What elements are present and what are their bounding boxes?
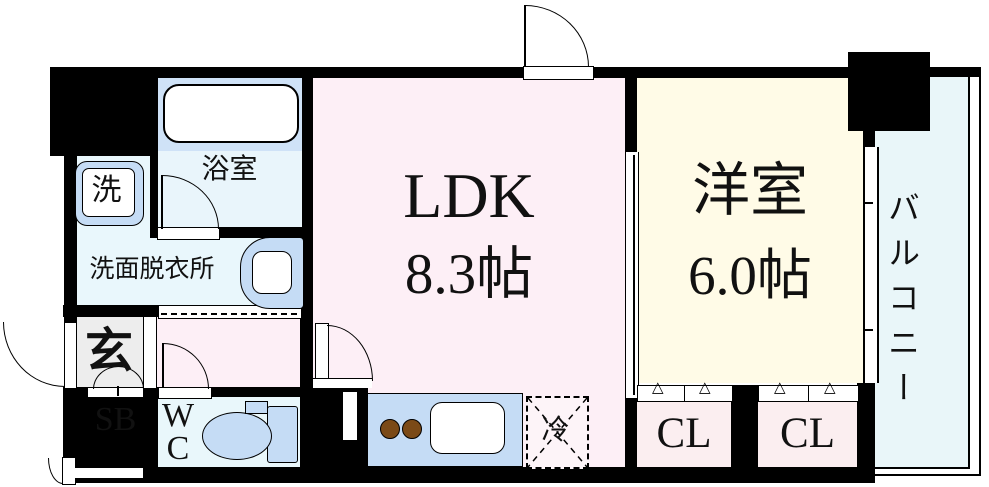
kitchen-side-slot	[343, 392, 357, 440]
refrigerator-space	[526, 396, 589, 469]
sliding-door-dash	[161, 313, 297, 315]
wall-bottom	[143, 467, 872, 483]
vanity-basin	[252, 251, 292, 294]
fold-door-marker-icon: △	[652, 378, 664, 396]
wall-hall-right	[300, 305, 313, 390]
wall-top-west	[637, 67, 850, 78]
burner-icon	[380, 419, 400, 439]
western-size-label: 6.0帖	[688, 245, 812, 306]
wall-bath-bottom	[150, 227, 313, 238]
wall-partition-top	[625, 78, 637, 152]
ldk-label: LDK	[403, 160, 535, 231]
fold-door-divider	[684, 386, 685, 401]
wall-hall-bottom	[210, 387, 300, 397]
doorway-shoebox	[88, 388, 143, 397]
shoebox-door-tick	[117, 386, 119, 396]
ldk-top-door-arc	[525, 5, 589, 67]
kitchen-counter	[368, 393, 523, 467]
room-balcony	[875, 77, 970, 469]
room-closet-left	[637, 402, 731, 467]
wall-top-balcony	[930, 67, 979, 77]
burner-icon	[402, 419, 422, 439]
pillar-top-right	[848, 52, 930, 131]
fold-door-marker-icon: △	[699, 378, 711, 396]
washroom-label: 洗面脱衣所	[89, 256, 215, 283]
closet-left-label: CL	[656, 410, 712, 457]
wall-ldk-left	[302, 67, 313, 317]
entrance-label: 玄	[84, 325, 133, 378]
closet-right-label: CL	[780, 410, 835, 457]
wall-right-lower	[857, 383, 875, 483]
window-mullion-1	[865, 202, 873, 204]
ldk-size-label: 8.3帖	[404, 243, 534, 306]
wall-top-a	[150, 67, 523, 78]
refrigerator-cross-icon	[528, 398, 587, 467]
room-closet-right	[758, 402, 857, 467]
entrance-door-arc	[3, 322, 65, 387]
wc-label-line2: C	[166, 430, 190, 467]
window-mullion-2	[865, 329, 873, 331]
fold-door-marker-icon: △	[824, 378, 836, 396]
refrigerator-label: 冷	[541, 415, 570, 446]
window-balcony	[863, 147, 879, 383]
wall-closet-divider	[731, 385, 758, 483]
wall-bottomleft-base	[63, 387, 158, 483]
wall-bath-left	[150, 70, 158, 230]
western-label: 洋室	[691, 158, 808, 223]
fold-door-marker-icon: △	[774, 378, 786, 396]
entrance-frame	[143, 317, 157, 388]
kitchen-sink	[430, 402, 505, 454]
porch-door-arc	[48, 458, 63, 484]
fold-door-closet-right	[758, 385, 859, 402]
wall-left	[64, 156, 77, 322]
wall-topleft-block	[50, 67, 150, 156]
toilet-tank	[267, 406, 298, 463]
wall-top-b	[592, 67, 637, 78]
toilet-bowl	[202, 412, 272, 460]
sliding-partition-panel	[633, 155, 635, 395]
wall-partition-bottom	[625, 398, 637, 483]
toilet-button	[245, 401, 268, 414]
fold-door-divider	[808, 386, 809, 401]
washing-machine-inner	[82, 168, 135, 217]
meter-box-slot	[73, 468, 143, 478]
washing-machine-box	[75, 161, 144, 226]
fold-door-closet-left	[637, 385, 733, 402]
wall-window-stub-top	[863, 131, 875, 147]
wc-label-line1: W	[161, 397, 195, 434]
balcony-label: バルコニー	[884, 190, 920, 416]
bathroom-label: 浴室	[201, 154, 258, 185]
washer-label: 洗	[91, 174, 122, 207]
sliding-partition	[625, 152, 639, 398]
doorway-ldk-top	[523, 66, 594, 80]
room-western	[637, 78, 863, 383]
shoebox-label: SB	[94, 401, 137, 438]
bathtub	[163, 84, 299, 143]
vanity-sink	[240, 237, 304, 309]
wall-washroom-bottom	[63, 305, 160, 317]
